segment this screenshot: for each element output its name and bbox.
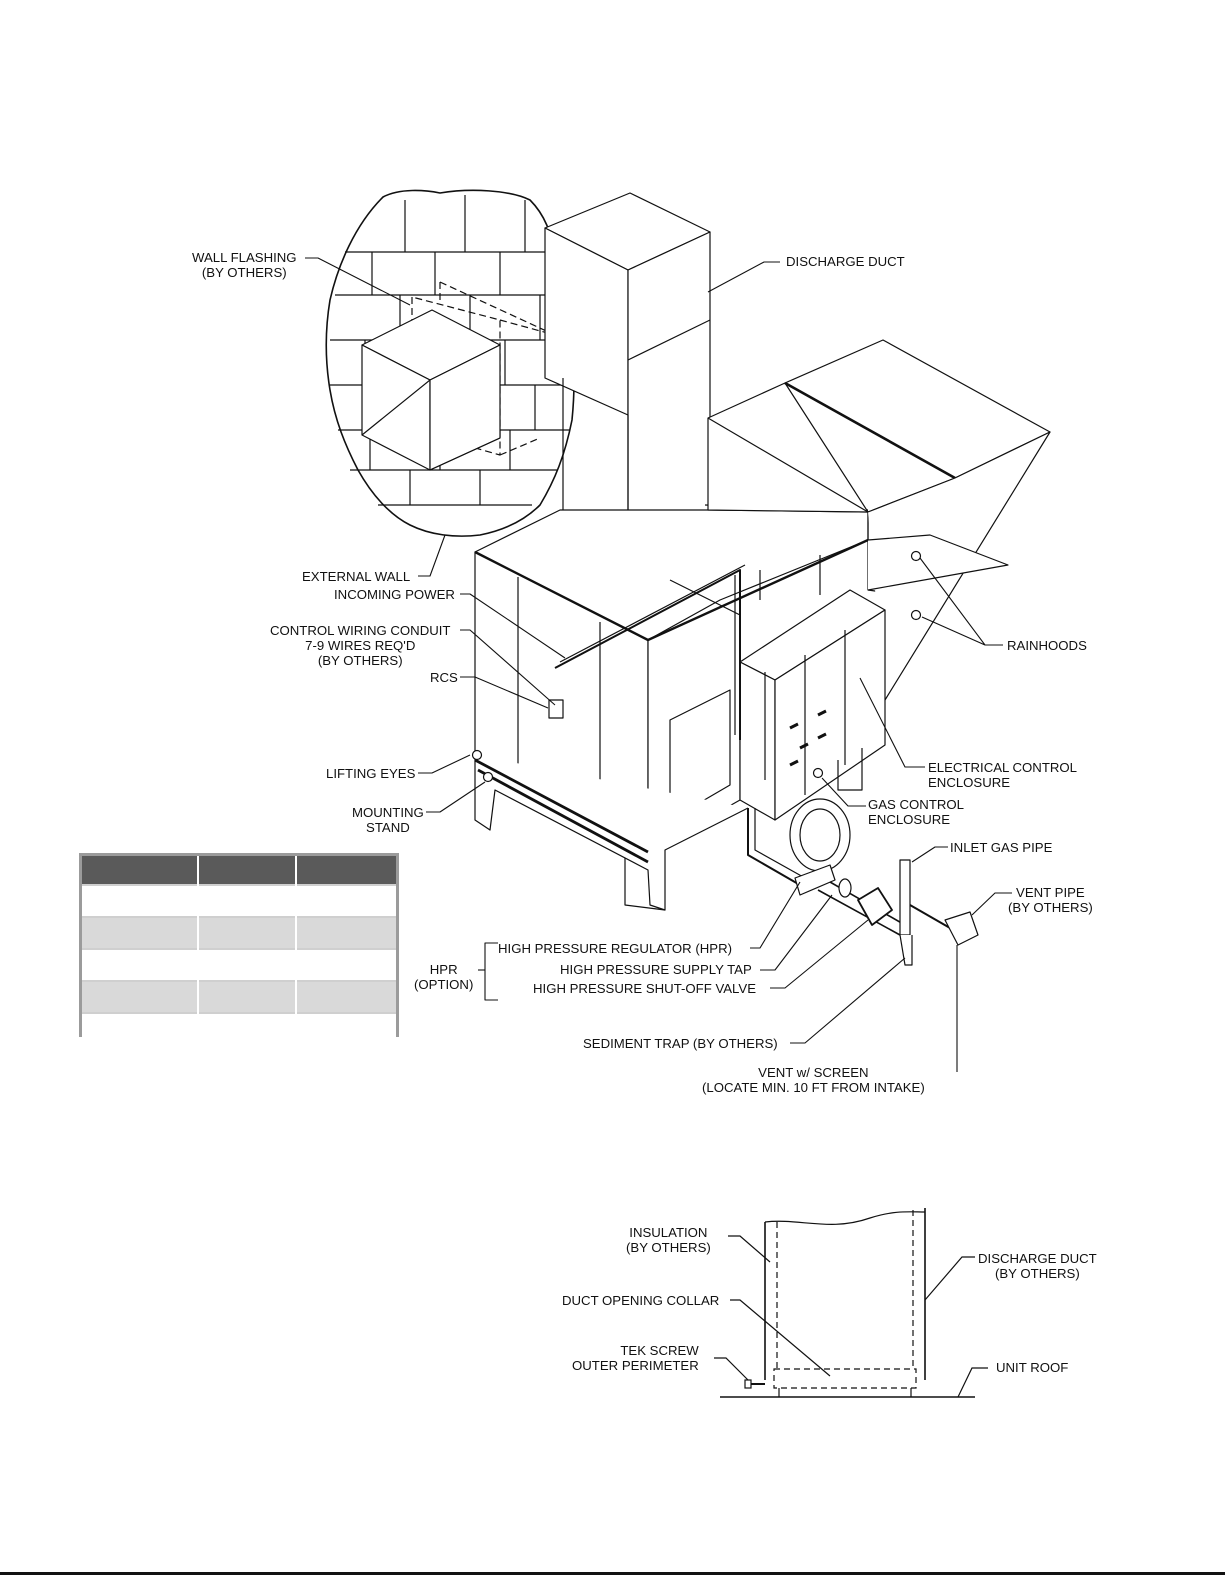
table-cell (197, 1012, 297, 1044)
spec-table-header-cell (295, 856, 396, 885)
table-cell (197, 916, 297, 949)
table-row (82, 1012, 396, 1044)
label-hpr-option: HPR (OPTION) (414, 962, 474, 992)
table-cell (197, 980, 297, 1013)
spec-table-header-cell (197, 856, 297, 885)
label-rcs: RCS (430, 670, 458, 685)
table-row (82, 884, 396, 917)
footer-rule (0, 1572, 1225, 1575)
table-cell (295, 916, 396, 949)
label-gas-control-enclosure: GAS CONTROL ENCLOSURE (868, 797, 964, 827)
horizontal-duct (361, 309, 501, 471)
conduits (548, 564, 746, 740)
label-unit-roof: UNIT ROOF (996, 1360, 1069, 1375)
rainhood-dots (910, 550, 922, 621)
spec-table-header-row (82, 856, 396, 885)
control-enclosure (739, 589, 886, 821)
label-duct-opening-collar: DUCT OPENING COLLAR (562, 1293, 720, 1308)
table-cell (82, 916, 199, 949)
table-cell (295, 884, 396, 917)
label-control-wiring-conduit: CONTROL WIRING CONDUIT 7-9 WIRES REQ'D (… (270, 623, 451, 668)
label-high-pressure-supply-tap: HIGH PRESSURE SUPPLY TAP (560, 962, 752, 977)
label-wall-flashing: WALL FLASHING (BY OTHERS) (192, 250, 297, 280)
table-row (82, 916, 396, 949)
table-cell (197, 948, 297, 981)
table-cell (295, 948, 396, 981)
table-cell (295, 1012, 396, 1044)
table-cell (197, 884, 297, 917)
mounting-stand (471, 748, 863, 911)
intake-housing (707, 339, 1051, 701)
label-discharge-duct: DISCHARGE DUCT (786, 254, 905, 269)
label-vent-with-screen: VENT w/ SCREEN (LOCATE MIN. 10 FT FROM I… (702, 1065, 925, 1095)
label-high-pressure-shutoff-valve: HIGH PRESSURE SHUT-OFF VALVE (533, 981, 757, 996)
table-cell (82, 980, 199, 1013)
label-sediment-trap: SEDIMENT TRAP (BY OTHERS) (583, 1036, 778, 1051)
leader-lines (305, 257, 1012, 1072)
table-row (82, 948, 396, 981)
label-detail-discharge-duct: DISCHARGE DUCT (BY OTHERS) (978, 1251, 1097, 1281)
label-incoming-power: INCOMING POWER (334, 587, 455, 602)
table-row (82, 980, 396, 1013)
table-cell (295, 980, 396, 1013)
label-rainhoods: RAINHOODS (1007, 638, 1087, 653)
table-cell (82, 948, 199, 981)
label-lifting-eyes: LIFTING EYES (326, 766, 416, 781)
label-insulation: INSULATION (BY OTHERS) (626, 1225, 711, 1255)
label-electrical-control-enclosure: ELECTRICAL CONTROL ENCLOSURE (928, 760, 1077, 790)
label-high-pressure-regulator: HIGH PRESSURE REGULATOR (HPR) (498, 941, 732, 956)
label-mounting-stand: MOUNTING STAND (352, 805, 424, 835)
vertical-discharge-duct (544, 192, 711, 601)
table-cell (82, 884, 199, 917)
label-external-wall: EXTERNAL WALL (302, 569, 411, 584)
spec-table (79, 853, 399, 1044)
table-cell (82, 1012, 199, 1044)
spec-table-header-cell (82, 856, 199, 885)
spec-table-grid (82, 856, 396, 1044)
label-tek-screw: TEK SCREW OUTER PERIMETER (572, 1343, 699, 1373)
gas-train (747, 798, 979, 966)
label-inlet-gas-pipe: INLET GAS PIPE (950, 840, 1053, 855)
label-vent-pipe: VENT PIPE (BY OTHERS) (1008, 885, 1093, 915)
